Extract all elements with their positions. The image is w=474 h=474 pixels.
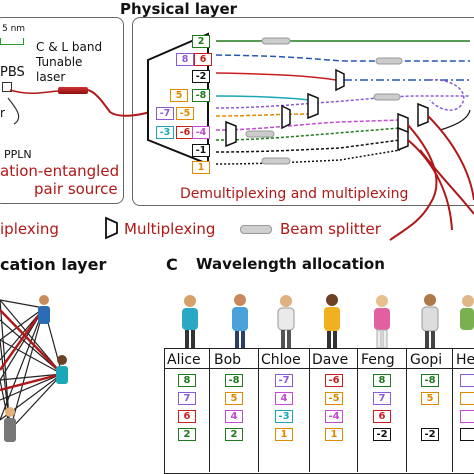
cell-he-r1 (460, 392, 474, 405)
chip-neg8: -8 (192, 89, 210, 102)
cell-gopi-r3: -2 (421, 428, 439, 441)
chip-2: 2 (192, 35, 210, 48)
user-name-feng: Feng (361, 352, 395, 368)
laser-label-line2: Tunable (36, 55, 83, 69)
demux-label: Demultiplexing and multiplexing (180, 186, 409, 202)
cell-he-r0 (460, 374, 474, 387)
cell-dave-r1: -5 (325, 392, 343, 405)
chip-neg2: -2 (192, 70, 210, 83)
cell-dave-r2: -4 (325, 410, 343, 423)
cell-alice-r2: 6 (178, 410, 196, 423)
chip-neg1: -1 (192, 144, 210, 157)
cell-feng-r0: 8 (373, 374, 391, 387)
user-name-chloe: Chloe (261, 352, 301, 368)
allocation-layer-title: cation layer (0, 255, 107, 274)
physical-layer-title: Physical layer (120, 0, 238, 18)
cell-dave-r0: -6 (325, 374, 343, 387)
col-divider (452, 348, 453, 472)
cell-gopi-r1: 5 (421, 392, 439, 405)
pbs-label: PBS (0, 65, 25, 80)
cell-alice-r1: 7 (178, 392, 196, 405)
cell-chloe-r2: -3 (275, 410, 293, 423)
user-name-dave: Dave (312, 352, 349, 368)
beam-splitter-icon (240, 225, 272, 234)
cell-alice-r0: 8 (178, 374, 196, 387)
cell-chloe-r0: -7 (275, 374, 293, 387)
cell-feng-r1: 7 (373, 392, 391, 405)
col-divider (258, 348, 259, 472)
cell-bob-r2: 4 (225, 410, 243, 423)
chip-neg3: -3 (156, 126, 174, 139)
ppln-label: PPLN (4, 148, 32, 161)
r-label: r (0, 106, 5, 120)
network-graph (0, 295, 68, 442)
demux-panel (132, 17, 474, 206)
person-icon (38, 295, 50, 324)
chip-8: 8 (176, 53, 194, 66)
cell-chloe-r3: 1 (275, 428, 293, 441)
legend-mux-label: Multiplexing (124, 220, 216, 238)
cell-he-r3 (460, 428, 474, 441)
col-divider (209, 348, 210, 472)
legend-bs-label: Beam splitter (280, 220, 381, 238)
chip-1: 1 (192, 161, 210, 174)
user-name-bob: Bob (214, 352, 242, 368)
chip-6: 6 (194, 53, 212, 66)
multiplexing-icon (105, 216, 118, 240)
cell-gopi-r0: -8 (421, 374, 439, 387)
col-divider (406, 348, 407, 472)
table-header-rule (164, 368, 474, 369)
user-name-alice: Alice (167, 352, 201, 368)
cell-feng-r2: 6 (373, 410, 391, 423)
panel-c-label: C (166, 255, 178, 274)
laser-label-line3: laser (36, 70, 66, 84)
chip-5: 5 (170, 89, 188, 102)
cell-dave-r3: 1 (325, 428, 343, 441)
chip-neg7: -7 (156, 107, 174, 120)
cell-bob-r0: -8 (225, 374, 243, 387)
cell-alice-r3: 2 (178, 428, 196, 441)
cell-he-r2 (460, 410, 474, 423)
legend-demux-label: iplexing (0, 220, 59, 238)
chip-neg5: -5 (176, 107, 194, 120)
col-divider (309, 348, 310, 472)
laser-icon (58, 87, 88, 94)
wavelength-allocation-title: Wavelength allocation (196, 255, 385, 273)
scale-label: 5 nm (2, 24, 26, 34)
pbs-icon (2, 82, 12, 92)
cell-bob-r1: 5 (225, 392, 243, 405)
user-name-he: He (456, 352, 474, 368)
cell-chloe-r1: 4 (275, 392, 293, 405)
source-panel (0, 17, 124, 204)
cell-bob-r3: 2 (225, 428, 243, 441)
col-divider (357, 348, 358, 472)
source-label-line1: ation-entangled (0, 162, 120, 180)
laser-label-line1: C & L band (36, 40, 103, 54)
source-label-line2: pair source (34, 180, 118, 198)
cell-feng-r3: -2 (373, 428, 391, 441)
user-name-gopi: Gopi (410, 352, 443, 368)
user-figures (182, 294, 474, 349)
chip-neg4: -4 (192, 126, 210, 139)
scale-bar (0, 38, 24, 45)
